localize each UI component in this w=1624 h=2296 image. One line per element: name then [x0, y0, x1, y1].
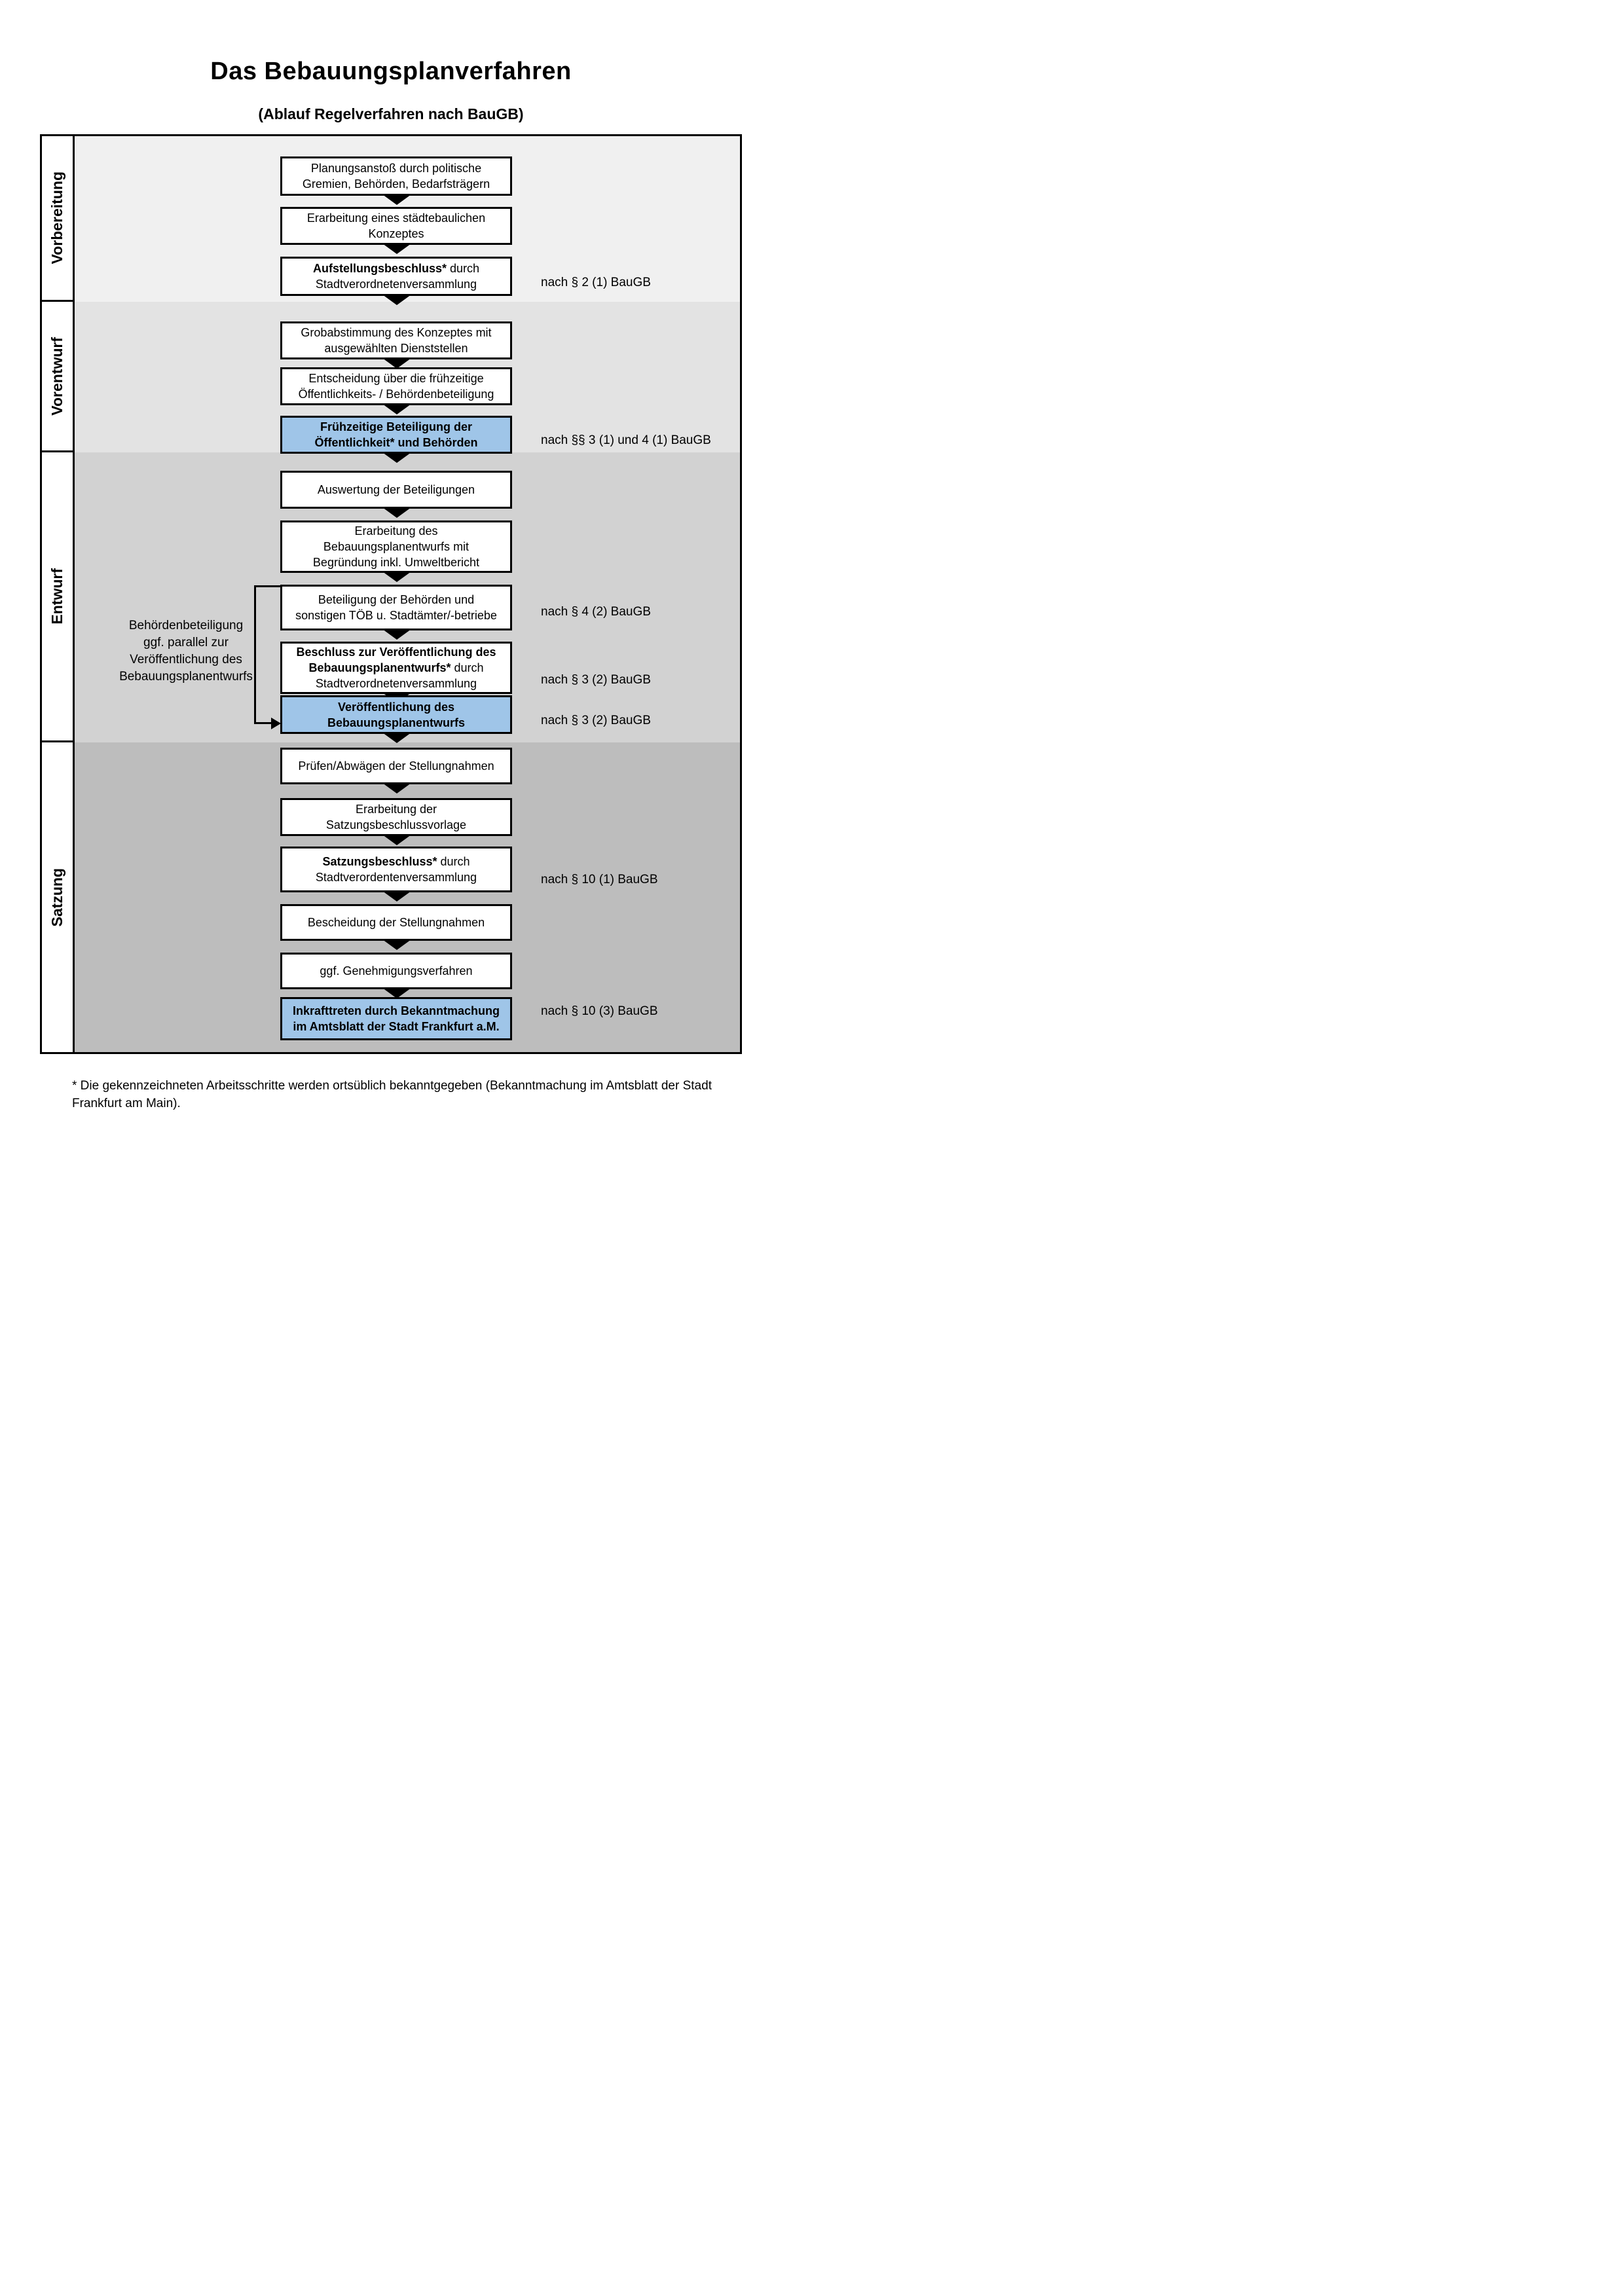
flow-box: Auswertung der Beteiligungen: [280, 471, 512, 509]
flow-arrow-down-icon: [382, 988, 411, 998]
page-title: Das Bebauungsplanverfahren: [210, 58, 572, 85]
phase-label-cell: Entwurf: [42, 452, 75, 742]
parallel-connector-top-line: [254, 585, 282, 587]
flow-box-line: Stadtverordentenversammlung: [315, 871, 477, 884]
flow-arrow-down-icon: [382, 404, 411, 414]
side-note-line: Behördenbeteiligung: [128, 619, 244, 632]
side-note-line: ggf. parallel zur: [143, 636, 229, 649]
flow-box: ggf. Genehmigungsverfahren: [280, 953, 512, 989]
flow-box-line: Gremien, Behörden, Bedarfsträgern: [302, 177, 490, 191]
flow-box-line: Aufstellungsbeschluss* durch: [312, 262, 480, 275]
law-note: nach § 3 (2) BauGB: [541, 714, 651, 727]
flow-box-line: Auswertung der Beteiligungen: [317, 483, 475, 496]
page-subtitle: (Ablauf Regelverfahren nach BauGB): [258, 105, 524, 122]
flow-box-line: Öffentlichkeit* und Behörden: [314, 436, 478, 449]
flow-box: Bescheidung der Stellungnahmen: [280, 904, 512, 941]
flow-box-line: Bebauungsplanentwurfs: [327, 716, 465, 729]
footnote: * Die gekennzeichneten Arbeitsschritte w…: [72, 1079, 712, 1110]
flow-box-line: Satzungsbeschlussvorlage: [325, 818, 467, 831]
side-note-line: Bebauungsplanentwurfs: [119, 670, 253, 683]
flow-box-line: Erarbeitung der: [355, 803, 437, 816]
flow-box-line: Beschluss zur Veröffentlichung des: [296, 646, 496, 659]
flow-box-line: Begründung inkl. Umweltbericht: [312, 556, 480, 569]
flow-box-line: Konzeptes: [368, 227, 424, 240]
flow-box-highlight: Inkrafttreten durch Bekanntmachung im Amt…: [280, 997, 512, 1040]
flow-arrow-down-icon: [382, 194, 411, 205]
flow-box-line: Grobabstimmung des Konzeptes mit: [301, 326, 492, 339]
flow-arrow-down-icon: [382, 783, 411, 793]
page-header: Das Bebauungsplanverfahren (Ablauf Regel…: [40, 58, 742, 123]
flow-box-line: Erarbeitung eines städtebaulichen: [306, 211, 486, 225]
flow-box-line: Beteiligung der Behörden und: [318, 593, 475, 606]
law-note: nach § 10 (3) BauGB: [541, 1004, 658, 1018]
phase-label-cell: Satzung: [42, 742, 75, 1052]
flow-box-line: Prüfen/Abwägen der Stellungnahmen: [298, 759, 494, 773]
flow-box-line: Bebauungsplanentwurfs mit: [323, 540, 470, 553]
parallel-connector-arrowhead-icon: [271, 718, 281, 729]
flow-arrow-down-icon: [382, 358, 411, 369]
parallel-connector-vertical-line: [254, 585, 256, 724]
flow-box-line: Satzungsbeschluss* durch: [322, 855, 470, 868]
side-note-line: Veröffentlichung des: [130, 653, 242, 666]
flow-box-line: ausgewählten Dienststellen: [324, 342, 468, 355]
side-note: Behördenbeteiligung ggf. parallel zur Ve…: [78, 617, 294, 685]
flow-arrow-down-icon: [382, 295, 411, 305]
law-note: nach § 3 (2) BauGB: [541, 673, 651, 687]
flow-box-line: Bescheidung der Stellungnahmen: [307, 916, 485, 929]
flow-box-line: Veröffentlichung des: [337, 700, 455, 714]
parallel-connector-bottom-line: [254, 722, 272, 724]
flow-arrow-down-icon: [382, 835, 411, 845]
flow-box: Prüfen/Abwägen der Stellungnahmen: [280, 748, 512, 784]
flow-box-line: Planungsanstoß durch politische: [310, 162, 482, 175]
flow-box-line: Stadtverordnetenversammlung: [315, 278, 477, 291]
flow-box-line: Stadtverordnetenversammlung: [315, 677, 477, 690]
phase-label-cell: Vorentwurf: [42, 302, 75, 452]
law-note: nach § 10 (1) BauGB: [541, 873, 658, 886]
flow-box-line: Frühzeitige Beteiligung der: [320, 420, 472, 433]
flow-box: Beteiligung der Behörden und sonstigen TÖ…: [280, 585, 512, 630]
flow-box-line: ggf. Genehmigungsverfahren: [320, 964, 473, 977]
flow-arrow-down-icon: [382, 891, 411, 902]
flow-box-line: sonstigen TÖB u. Stadtämter/-betriebe: [295, 609, 497, 622]
flow-box-line: Entscheidung über die frühzeitige: [308, 372, 484, 385]
law-note: nach §§ 3 (1) und 4 (1) BauGB: [541, 433, 711, 447]
flow-box-line: Bebauungsplanentwurfs* durch: [308, 661, 484, 674]
flow-box-line: im Amtsblatt der Stadt Frankfurt a.M.: [293, 1020, 500, 1033]
flow-box-line: Öffentlichkeits- / Behördenbeteiligung: [298, 388, 494, 401]
flow-arrow-down-icon: [382, 572, 411, 582]
flow-arrow-down-icon: [382, 939, 411, 950]
flow-arrow-down-icon: [382, 507, 411, 518]
flow-overlay: Behördenbeteiligung ggf. parallel zur Ve…: [42, 136, 740, 1052]
law-note: nach § 2 (1) BauGB: [541, 276, 651, 289]
flow-arrow-down-icon: [382, 629, 411, 640]
phase-label-cell: Vorbereitung: [42, 136, 75, 302]
flow-box: Grobabstimmung des Konzeptes mit ausgewäh…: [280, 321, 512, 359]
law-note: nach § 4 (2) BauGB: [541, 605, 651, 619]
flow-arrow-down-icon: [382, 733, 411, 743]
flow-box-line: Inkrafttreten durch Bekanntmachung: [292, 1004, 500, 1017]
flow-arrow-down-icon: [382, 244, 411, 254]
flow-arrow-down-icon: [382, 452, 411, 463]
flow-box-line: Erarbeitung des: [354, 524, 438, 538]
